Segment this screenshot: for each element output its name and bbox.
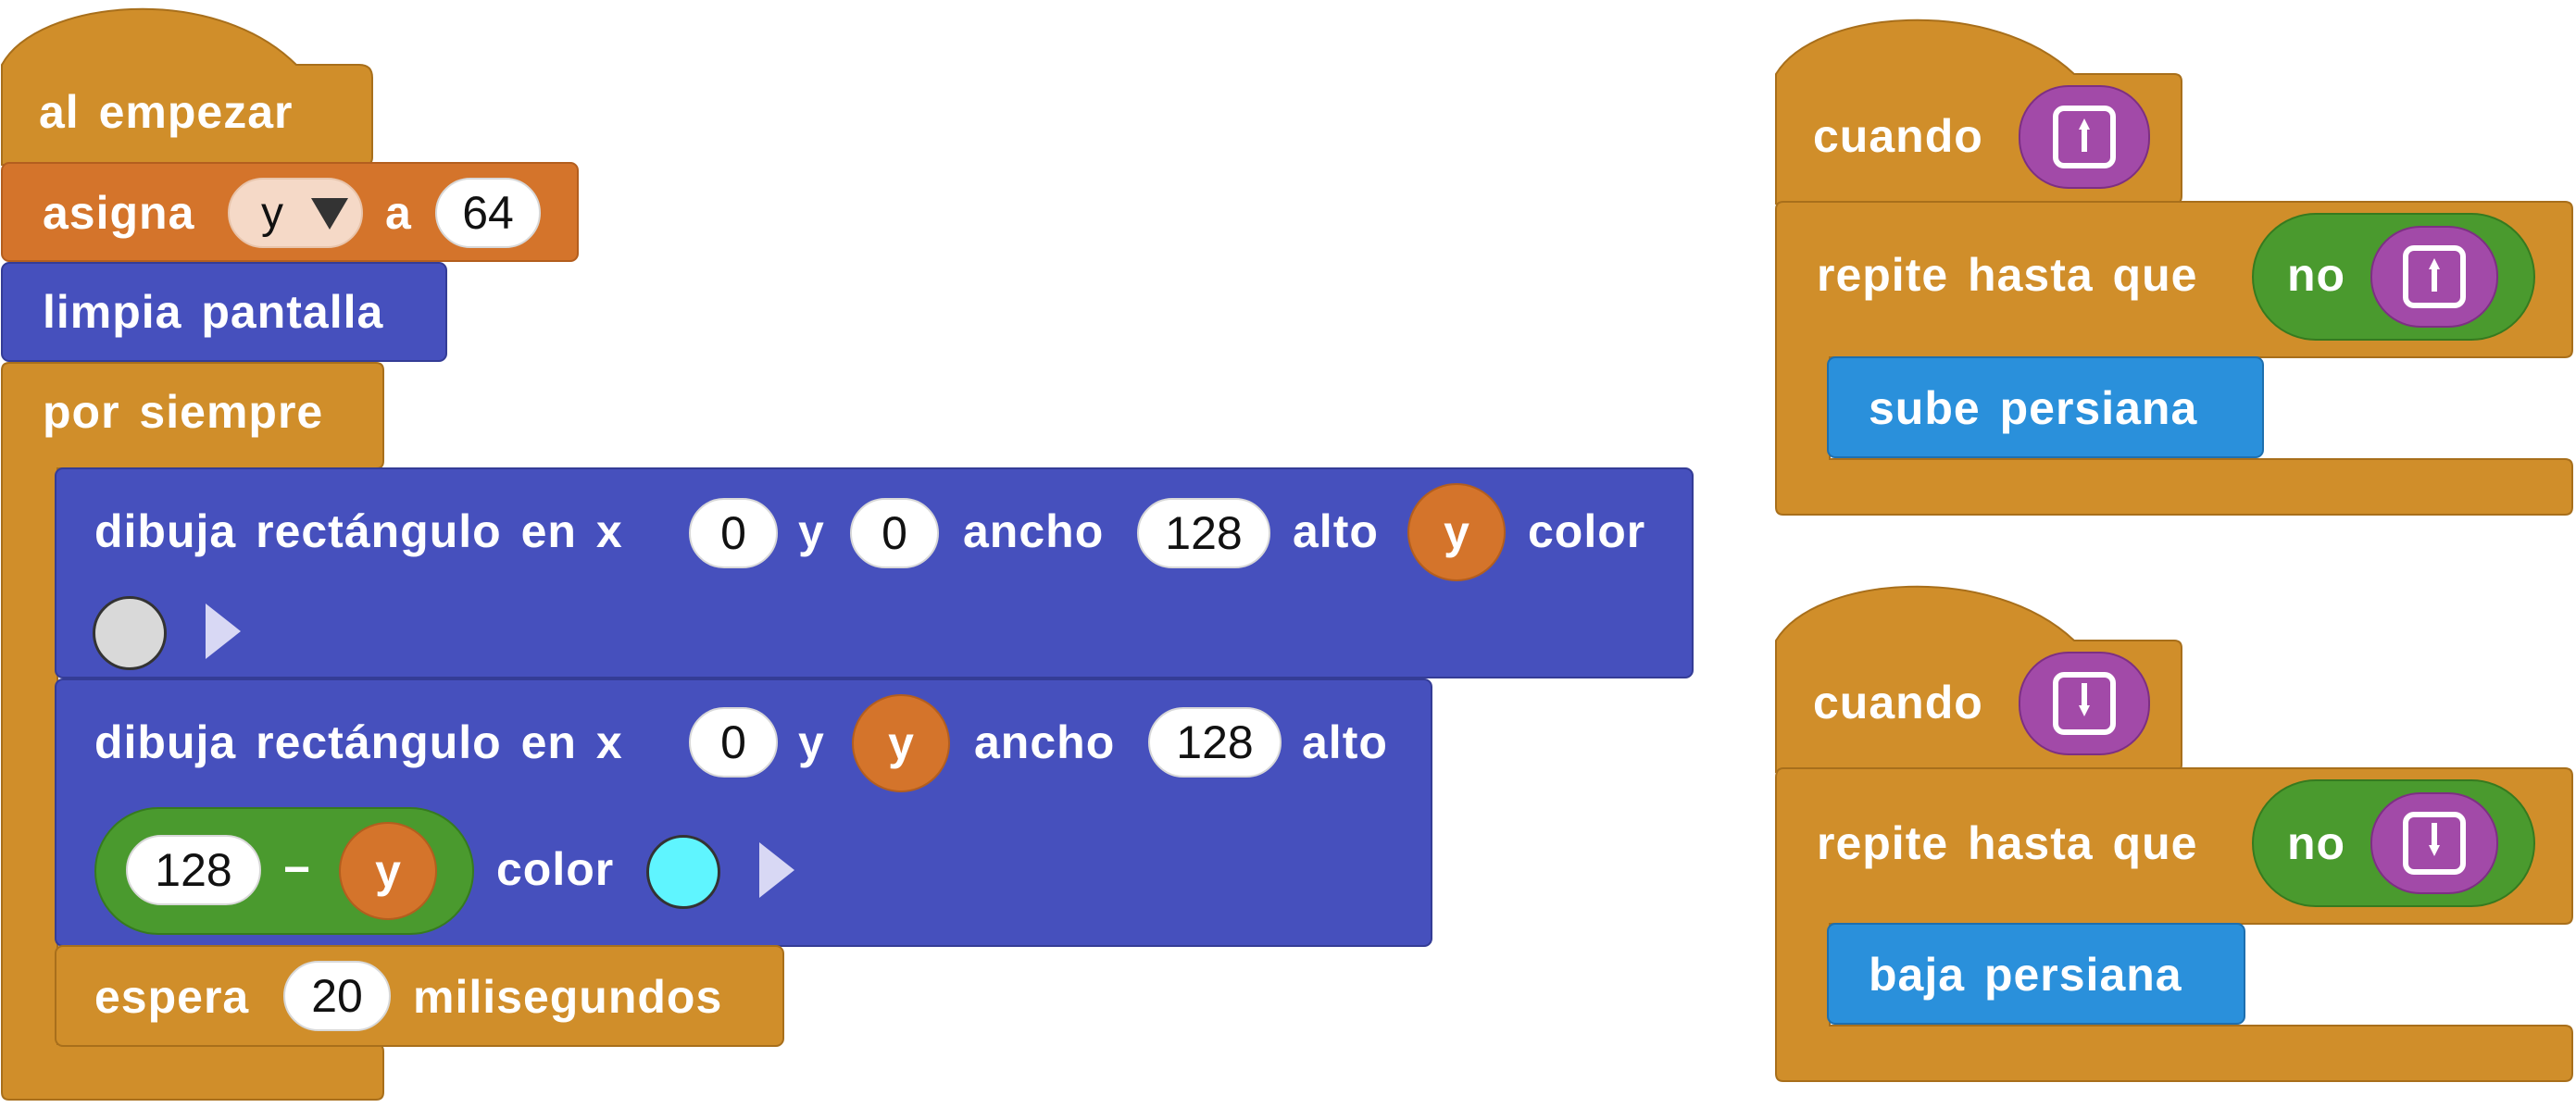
up-key-condition[interactable] [2370,226,2498,328]
rect2-color-swatch[interactable] [646,835,720,909]
rect1-color-swatch[interactable] [93,596,167,670]
hat-down-label[interactable]: cuando [1813,677,1983,728]
set-label[interactable]: asigna [43,187,195,239]
down-key-selector[interactable] [2019,652,2150,755]
rect1-color-label: color [1528,505,1646,557]
up-key-selector[interactable] [2019,85,2150,189]
hat-al-empezar-label[interactable]: al empezar [39,86,294,138]
wait-value-input[interactable]: 20 [283,961,391,1031]
rect2-width-input[interactable]: 128 [1148,707,1282,778]
not-down-label: no [2287,817,2346,869]
rect2-height-label: alto [1302,716,1388,768]
subtract-operator: − [283,843,312,895]
subtract-subtrahend-variable[interactable]: y [339,822,437,920]
rect1-y-label: y [798,505,825,557]
rect1-y-input[interactable]: 0 [850,498,939,568]
dropdown-arrow-icon [311,198,348,230]
wait-unit-label: milisegundos [413,971,723,1023]
subtract-minuend-input[interactable]: 128 [126,835,261,905]
arrow-down-key-icon [2053,672,2116,735]
clear-label[interactable]: limpia pantalla [43,286,384,338]
rect1-height-label: alto [1293,505,1379,557]
set-value-input[interactable]: 64 [435,178,541,248]
rect1-width-input[interactable]: 128 [1137,498,1270,568]
wait-block-shape [55,945,784,1047]
not-up-label: no [2287,249,2346,301]
baja-block-shape [1827,923,2245,1025]
rect2-width-label: ancho [974,716,1116,768]
clear-block-shape [1,262,447,362]
arrow-up-key-icon [2403,245,2466,308]
repeat-up-label[interactable]: repite hasta que [1817,249,2198,301]
arrow-down-key-icon [2403,812,2466,875]
variable-dropdown-value: y [261,188,283,238]
sube-persiana-label[interactable]: sube persiana [1869,382,2198,434]
rect1-x-input[interactable]: 0 [689,498,778,568]
hat-up-label[interactable]: cuando [1813,110,1983,162]
rect1-expand-arrow-icon[interactable] [206,604,241,659]
rect2-y-label: y [798,716,825,768]
rect1-label[interactable]: dibuja rectángulo en x [94,505,623,557]
wait-label[interactable]: espera [94,971,250,1023]
set-to-label: a [385,187,412,239]
repeat-down-label[interactable]: repite hasta que [1817,817,2198,869]
forever-label[interactable]: por siempre [43,386,324,438]
rect2-y-variable[interactable]: y [852,694,950,792]
rect1-height-variable[interactable]: y [1407,483,1506,581]
baja-persiana-label[interactable]: baja persiana [1869,949,2182,1001]
variable-dropdown[interactable]: y [228,178,363,248]
sube-block-shape [1827,356,2264,458]
rect2-x-input[interactable]: 0 [689,707,778,778]
rect2-expand-arrow-icon[interactable] [759,842,794,898]
arrow-up-key-icon [2053,106,2116,168]
rect2-label[interactable]: dibuja rectángulo en x [94,716,623,768]
down-key-condition[interactable] [2370,792,2498,894]
rect1-width-label: ancho [963,505,1105,557]
rect1-block-shape [55,467,1694,678]
rect2-color-label: color [496,843,615,895]
